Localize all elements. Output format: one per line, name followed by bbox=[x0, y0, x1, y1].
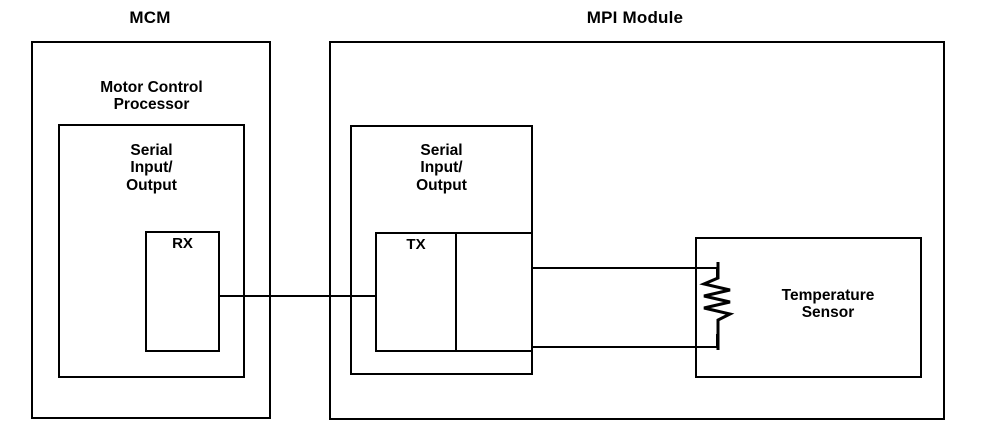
resistor-zigzag-icon bbox=[699, 262, 735, 350]
tx-label: TX bbox=[406, 236, 426, 253]
temperature-sensor-label: Temperature Sensor bbox=[781, 287, 875, 322]
mpi-outer-box bbox=[329, 41, 945, 420]
mpi-serial-io-label: Serial Input/ Output bbox=[416, 142, 467, 194]
wire-rx-to-tx bbox=[219, 295, 377, 297]
mcm-outer-box bbox=[31, 41, 271, 419]
tx-box bbox=[375, 232, 533, 352]
mcm-title: MCM bbox=[129, 8, 171, 27]
tx-box-divider bbox=[455, 232, 457, 352]
wire-sensor-lower-rise bbox=[716, 334, 718, 348]
rx-box bbox=[145, 231, 220, 352]
motor-control-processor-label: Motor Control Processor bbox=[100, 79, 203, 114]
mcm-serial-io-box bbox=[58, 124, 245, 378]
mcm-serial-io-label: Serial Input/ Output bbox=[126, 142, 177, 194]
wire-tx-to-sensor-lower bbox=[531, 346, 718, 348]
wire-tx-to-sensor-upper bbox=[531, 267, 718, 269]
temperature-sensor-box bbox=[695, 237, 922, 378]
mpi-module-title: MPI Module bbox=[586, 8, 684, 27]
rx-label: RX bbox=[172, 235, 193, 252]
wire-sensor-upper-drop bbox=[716, 267, 718, 279]
